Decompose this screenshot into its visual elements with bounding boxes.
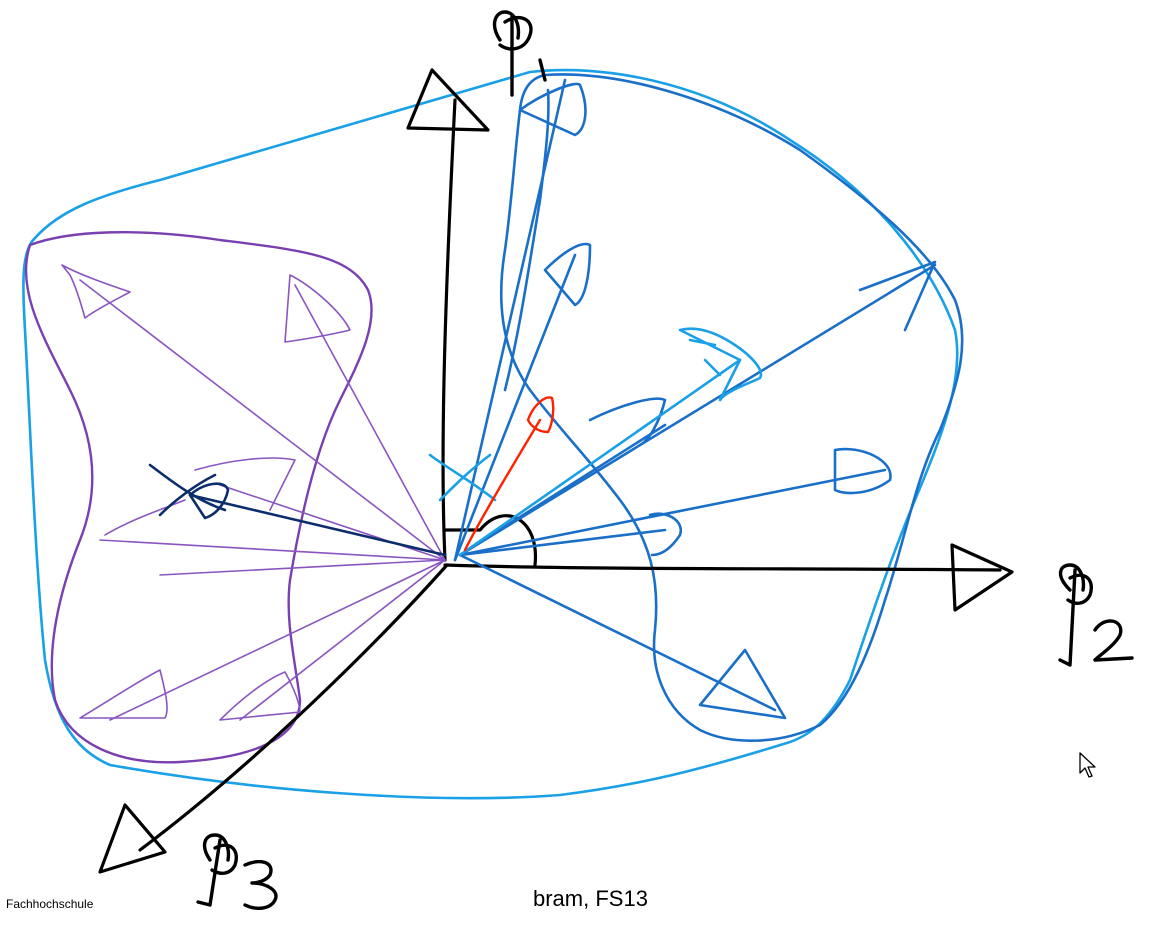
right-cluster-boundary — [499, 73, 964, 742]
axis-phi1 — [406, 68, 490, 562]
right-cluster-vectors — [453, 78, 937, 720]
institution-label: Fachhochschule — [6, 897, 94, 911]
axis-phi3 — [98, 563, 449, 874]
left-mean-vector — [148, 463, 447, 557]
phi1-label — [492, 10, 547, 97]
phi2-label — [1058, 563, 1134, 667]
left-cluster-vectors — [61, 264, 446, 721]
phi3-label — [196, 833, 278, 910]
right-mean-vector — [428, 327, 763, 557]
test-vector — [463, 396, 555, 552]
axis-phi2 — [443, 543, 1014, 612]
credit-label: bram, FS13 — [533, 886, 648, 911]
left-cluster-boundary — [24, 231, 373, 764]
mouse-cursor-icon — [1079, 752, 1096, 778]
right-angle-marker — [443, 514, 538, 567]
outer-boundary — [22, 68, 959, 800]
